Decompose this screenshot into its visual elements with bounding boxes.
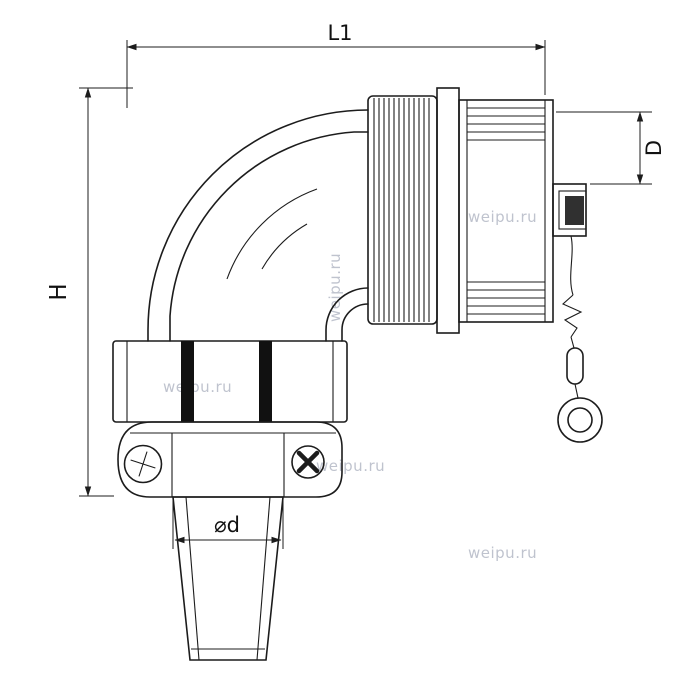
cable-clamp: [117, 421, 343, 498]
chain-twist: [562, 294, 583, 338]
screw-cross-slot-icon: [130, 451, 156, 477]
clamp-screw-left: [123, 444, 163, 484]
watermark-text: weipu.ru: [468, 208, 537, 226]
watermark-text: weipu.ru: [163, 378, 232, 396]
elbow-body: [147, 109, 369, 342]
screw-phillips-x-icon: [296, 450, 320, 474]
watermark-layer: weipu.ru weipu.ru weipu.ru weipu.ru weip…: [163, 208, 537, 562]
elbow-accent-line: [226, 188, 318, 280]
elbow-inner-contour: [325, 287, 369, 342]
knurled-coupling-ring: [367, 95, 438, 325]
dim-label-phi-d: ⌀d: [214, 513, 240, 537]
elbow-accent-line: [261, 223, 308, 270]
tail-contact-dark: [565, 196, 584, 225]
thread-lines-bottom: [467, 281, 545, 315]
chain-cord: [574, 383, 579, 399]
dimension-d: D: [556, 111, 666, 185]
cable-gland: [172, 496, 284, 661]
thread-lines-top: [467, 107, 545, 141]
dimension-l1: L1: [126, 21, 546, 108]
knurl-hatching: [373, 98, 430, 322]
knurl-ring-outline: [367, 95, 438, 325]
gland-inner-line: [256, 496, 271, 661]
nut-dark-band: [259, 341, 272, 422]
gland-inner-line: [185, 496, 200, 661]
dim-label-l1: L1: [327, 21, 352, 45]
elbow-second-contour: [169, 131, 369, 342]
rear-contact: [552, 183, 587, 237]
gland-outline: [172, 496, 284, 661]
dim-label-h: H: [46, 283, 72, 300]
dim-label-d: D: [642, 140, 666, 156]
tail-inner-outline: [558, 190, 587, 230]
watermark-text: weipu.ru: [316, 457, 385, 475]
dimension-phi-d: ⌀d: [172, 500, 284, 549]
watermark-text: weipu.ru: [468, 544, 537, 562]
dust-cap-ring-inner: [567, 407, 593, 433]
clamp-screw-right: [291, 445, 325, 479]
chain-cord: [570, 235, 574, 296]
chain-link: [566, 347, 584, 385]
mounting-flange: [436, 87, 460, 334]
screw-head-icon: [291, 445, 325, 479]
chain-cord: [570, 336, 575, 349]
nut-dark-band: [181, 341, 194, 422]
dimension-h: H: [46, 87, 133, 497]
screw-head-icon: [123, 444, 163, 484]
watermark-text: weipu.ru: [326, 253, 344, 322]
dust-cap-chain: [557, 235, 603, 443]
elbow-outer-contour: [147, 109, 369, 342]
dust-cap-ring-outer: [557, 397, 603, 443]
elbow-inner-wall: [341, 303, 369, 342]
flange-outline: [436, 87, 460, 334]
clamp-outline: [117, 421, 343, 498]
